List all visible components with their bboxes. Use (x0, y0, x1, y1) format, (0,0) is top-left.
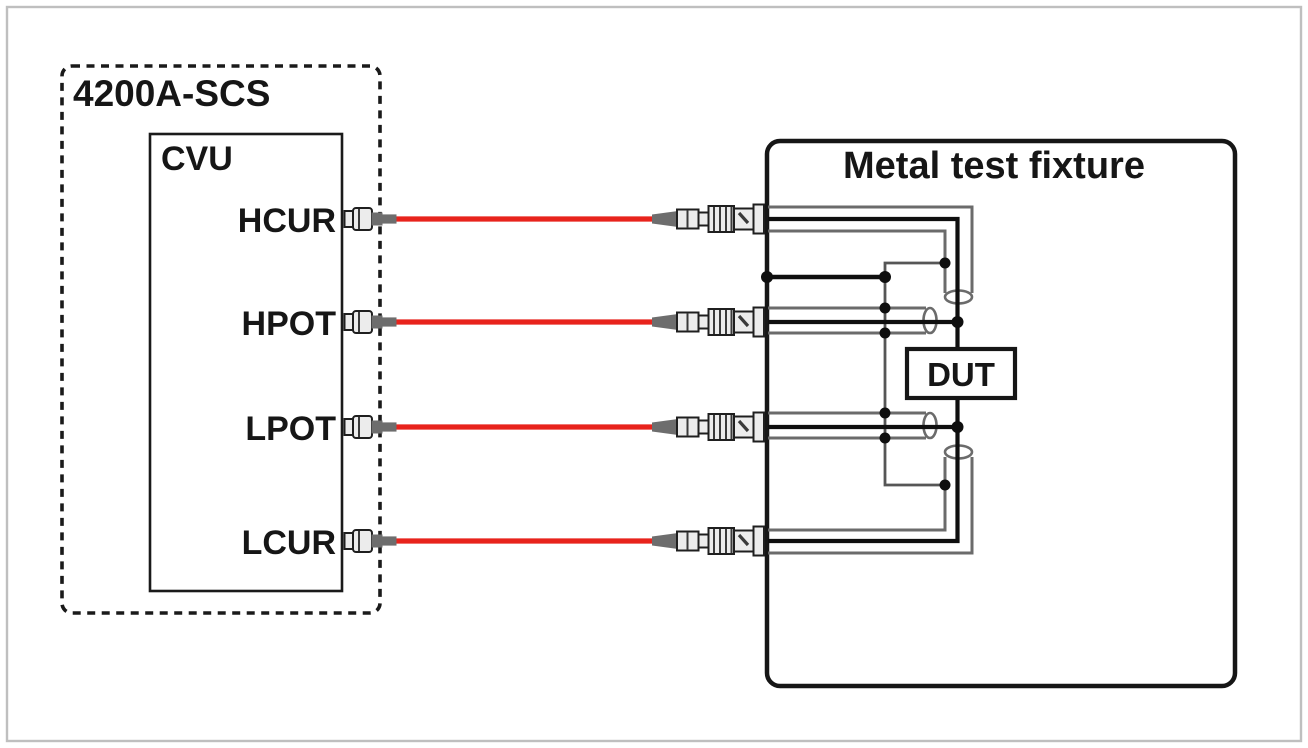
junction-dot-chassis (761, 271, 773, 283)
terminal-label-lcur: LCUR (242, 524, 336, 562)
instrument-outline (60, 64, 382, 615)
dut-label: DUT (927, 356, 995, 393)
page-border (5, 5, 1303, 743)
cvu-box (148, 132, 344, 593)
junction-dot-hpot-shield-top (879, 302, 891, 314)
junction-dot-lpot-shield-bottom (879, 432, 891, 444)
junction-dot-lcur-shield (939, 479, 951, 491)
hcur-shield-bottom-wire (768, 229, 947, 293)
junction-dot-lpot-shield-top (879, 407, 891, 419)
junction-dot-low-centers (951, 421, 964, 433)
terminal-label-lpot: LPOT (245, 410, 336, 448)
hcur-center-wire (768, 216, 960, 349)
terminal-label-hcur: HCUR (238, 202, 336, 240)
instrument-label: 4200A-SCS (73, 73, 270, 114)
cvu-label: CVU (161, 140, 233, 178)
junction-dot-hcur-shield (939, 257, 951, 269)
junction-dot-hpot-shield-bottom (879, 327, 891, 339)
terminal-label-hpot: HPOT (242, 305, 337, 343)
dut-box (904, 346, 1018, 401)
lcur-shield-bottom-wire (768, 457, 974, 555)
lcur-center-wire (768, 398, 960, 544)
fixture-label: Metal test fixture (843, 145, 1145, 187)
junction-dot-high-centers (951, 316, 964, 328)
junction-dot-bus-ground (879, 271, 891, 283)
hcur-shield-top-wire (768, 205, 974, 293)
shield-bus-wire (883, 261, 945, 487)
